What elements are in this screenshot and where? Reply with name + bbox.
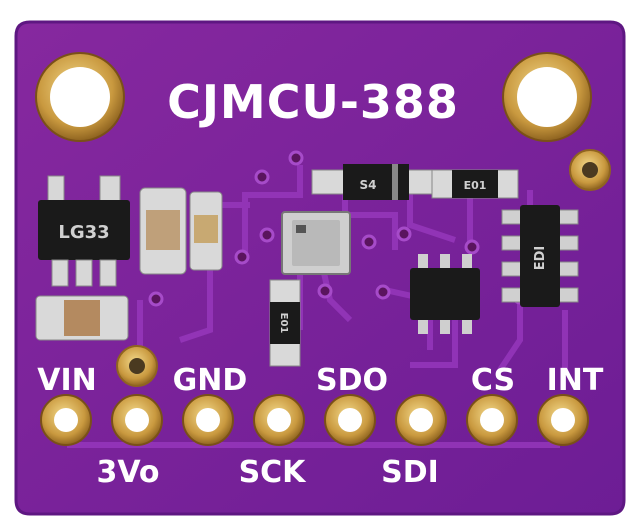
pin-label-vin: VIN xyxy=(37,363,97,398)
logic-chip xyxy=(410,254,480,334)
header-pad-icon xyxy=(40,394,92,446)
header-pad-icon xyxy=(324,394,376,446)
pin-label-sdo: SDO xyxy=(316,363,388,398)
diode-marking: S4 xyxy=(360,178,377,192)
header-pad-icon xyxy=(182,394,234,446)
mounting-hole-left xyxy=(35,52,125,142)
mounting-hole-right xyxy=(502,52,592,142)
header-pad-icon xyxy=(537,394,589,446)
header-pad-icon xyxy=(111,394,163,446)
resistor-network: EDI xyxy=(501,205,579,307)
regulator-marking: LG33 xyxy=(58,222,109,243)
capacitor-small xyxy=(189,191,223,271)
ic-marking: EDI xyxy=(533,246,548,271)
board-title: CJMCU-388 xyxy=(167,75,459,129)
pin-label-int: INT xyxy=(547,363,604,398)
voltage-regulator: LG33 xyxy=(38,175,130,287)
capacitor-large xyxy=(139,187,187,275)
resistor-b: E01 xyxy=(269,279,301,367)
header-pad-icon xyxy=(466,394,518,446)
pin-label-sck: SCK xyxy=(239,455,308,490)
header-pad-icon xyxy=(253,394,305,446)
pin-label-gnd: GND xyxy=(173,363,248,398)
resistor-a: E01 xyxy=(431,169,519,199)
pin-label-cs: CS xyxy=(471,363,515,398)
via-icon xyxy=(569,149,611,191)
pressure-sensor xyxy=(281,211,351,275)
resistor-a-marking: E01 xyxy=(464,179,487,192)
capacitor-horizontal xyxy=(35,295,129,341)
pin-label-sdi: SDI xyxy=(381,455,439,490)
header-pads xyxy=(40,394,589,446)
resistor-b-marking: E01 xyxy=(278,313,289,334)
header-pad-icon xyxy=(395,394,447,446)
pin-label-3vo: 3Vo xyxy=(96,455,159,490)
via-icon xyxy=(116,345,158,387)
diode: S4 xyxy=(311,164,441,200)
